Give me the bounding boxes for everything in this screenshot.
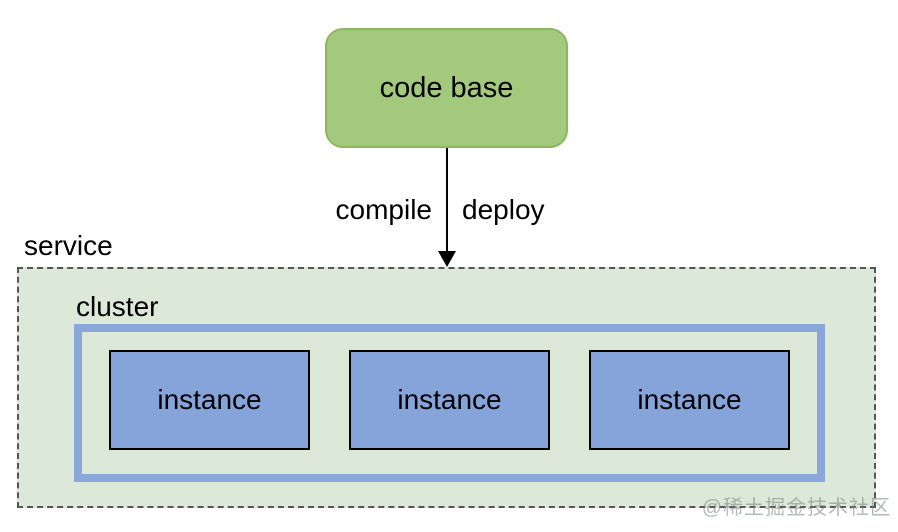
- arrow-line: [446, 148, 448, 252]
- code-base-label: code base: [379, 71, 514, 104]
- instance-node: instance: [109, 350, 310, 450]
- watermark: @稀土掘金技术社区: [701, 497, 891, 519]
- deploy-label: deploy: [462, 194, 545, 225]
- compile-label: compile: [335, 194, 432, 225]
- service-label: service: [24, 230, 113, 261]
- cluster-label: cluster: [76, 291, 159, 322]
- instance-node: instance: [589, 350, 790, 450]
- instance-node: instance: [349, 350, 550, 450]
- instance-label: instance: [157, 384, 262, 415]
- service-container: cluster instance instance instance: [17, 267, 876, 508]
- cluster-container: instance instance instance: [74, 324, 825, 482]
- code-base-node: code base: [325, 28, 568, 148]
- instance-label: instance: [397, 384, 502, 415]
- arrow-head-icon: [438, 251, 456, 267]
- instance-label: instance: [637, 384, 742, 415]
